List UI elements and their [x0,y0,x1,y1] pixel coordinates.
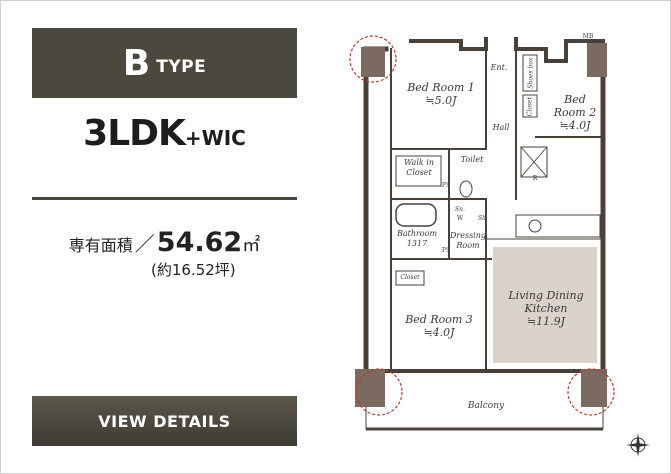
closet-bedroom3-label: Closet [400,274,420,281]
bedroom-2-name-1: Bed [564,93,586,106]
area-row: 専有面積／54.62㎡ [32,227,297,258]
floor-plan-drawing [349,35,615,431]
wic-name-2: Closet [406,167,432,177]
ldk-size: ≒11.9J [526,315,566,329]
walls [363,37,606,377]
column-markers [349,35,615,416]
plan-layout: 3LDK [83,113,186,154]
ldk-fill [493,247,597,363]
area-label: 専有面積 [68,236,133,255]
ps-label-2: PS [441,247,451,254]
bedroom-2-size: ≒4.0J [559,119,591,133]
view-details-button[interactable]: VIEW DETAILS [32,396,297,446]
columns [355,43,607,407]
ldk-name-2: Kitchen [524,302,568,316]
bedroom-3-size: ≒4.0J [423,326,455,340]
bedroom-2-name-2: Room 2 [553,106,597,120]
area-separator: ／ [134,232,155,256]
bathroom-name: Bathroom [396,229,438,238]
sn-label: Sn. [455,206,465,213]
bathroom-size: 1317 [406,238,428,248]
balcony-label: Balcony [467,401,505,411]
mb-label: MB [582,33,594,40]
r-mark: R [532,175,538,182]
entrance-label: Ent. [490,63,508,72]
bedroom-3-name: Bed Room 3 [405,313,473,326]
balcony-outline [365,371,604,431]
w-label: W [456,215,464,222]
area-tsubo: (約16.52坪) [151,261,236,279]
compass-icon [626,433,650,457]
dressing-name-2: Room [456,240,480,250]
bedroom-1-size: ≒5.0J [425,94,457,108]
toilet-label: Toilet [460,155,484,164]
wic-name-1: Walk in [404,158,434,167]
plan-name: 3LDK+WIC [32,113,297,154]
sh-label: Sh [478,215,486,222]
closet-vertical-label: Closet [526,97,534,117]
hall-label: Hall [492,123,510,132]
bedroom-1-label: Bed Room 1≒5.0J [401,81,481,107]
divider [32,197,297,200]
area-value: 54.62 [156,227,243,258]
bedroom-3-label: Bed Room 3≒4.0J [399,313,479,339]
ps-label-1: PS [441,182,451,189]
bedroom-1-name: Bed Room 1 [407,81,475,94]
shoes-box-label: Shoes box [527,57,535,89]
dressing-name-1: Dressing [449,231,486,240]
type-letter: B [122,42,151,84]
type-word: TYPE [156,57,207,77]
area-unit: ㎡ [242,235,261,256]
plan-suffix: +WIC [184,126,246,150]
ldk-name-1: Living Dining [508,289,584,302]
view-details-label: VIEW DETAILS [98,411,231,431]
type-badge: B TYPE [32,28,297,98]
